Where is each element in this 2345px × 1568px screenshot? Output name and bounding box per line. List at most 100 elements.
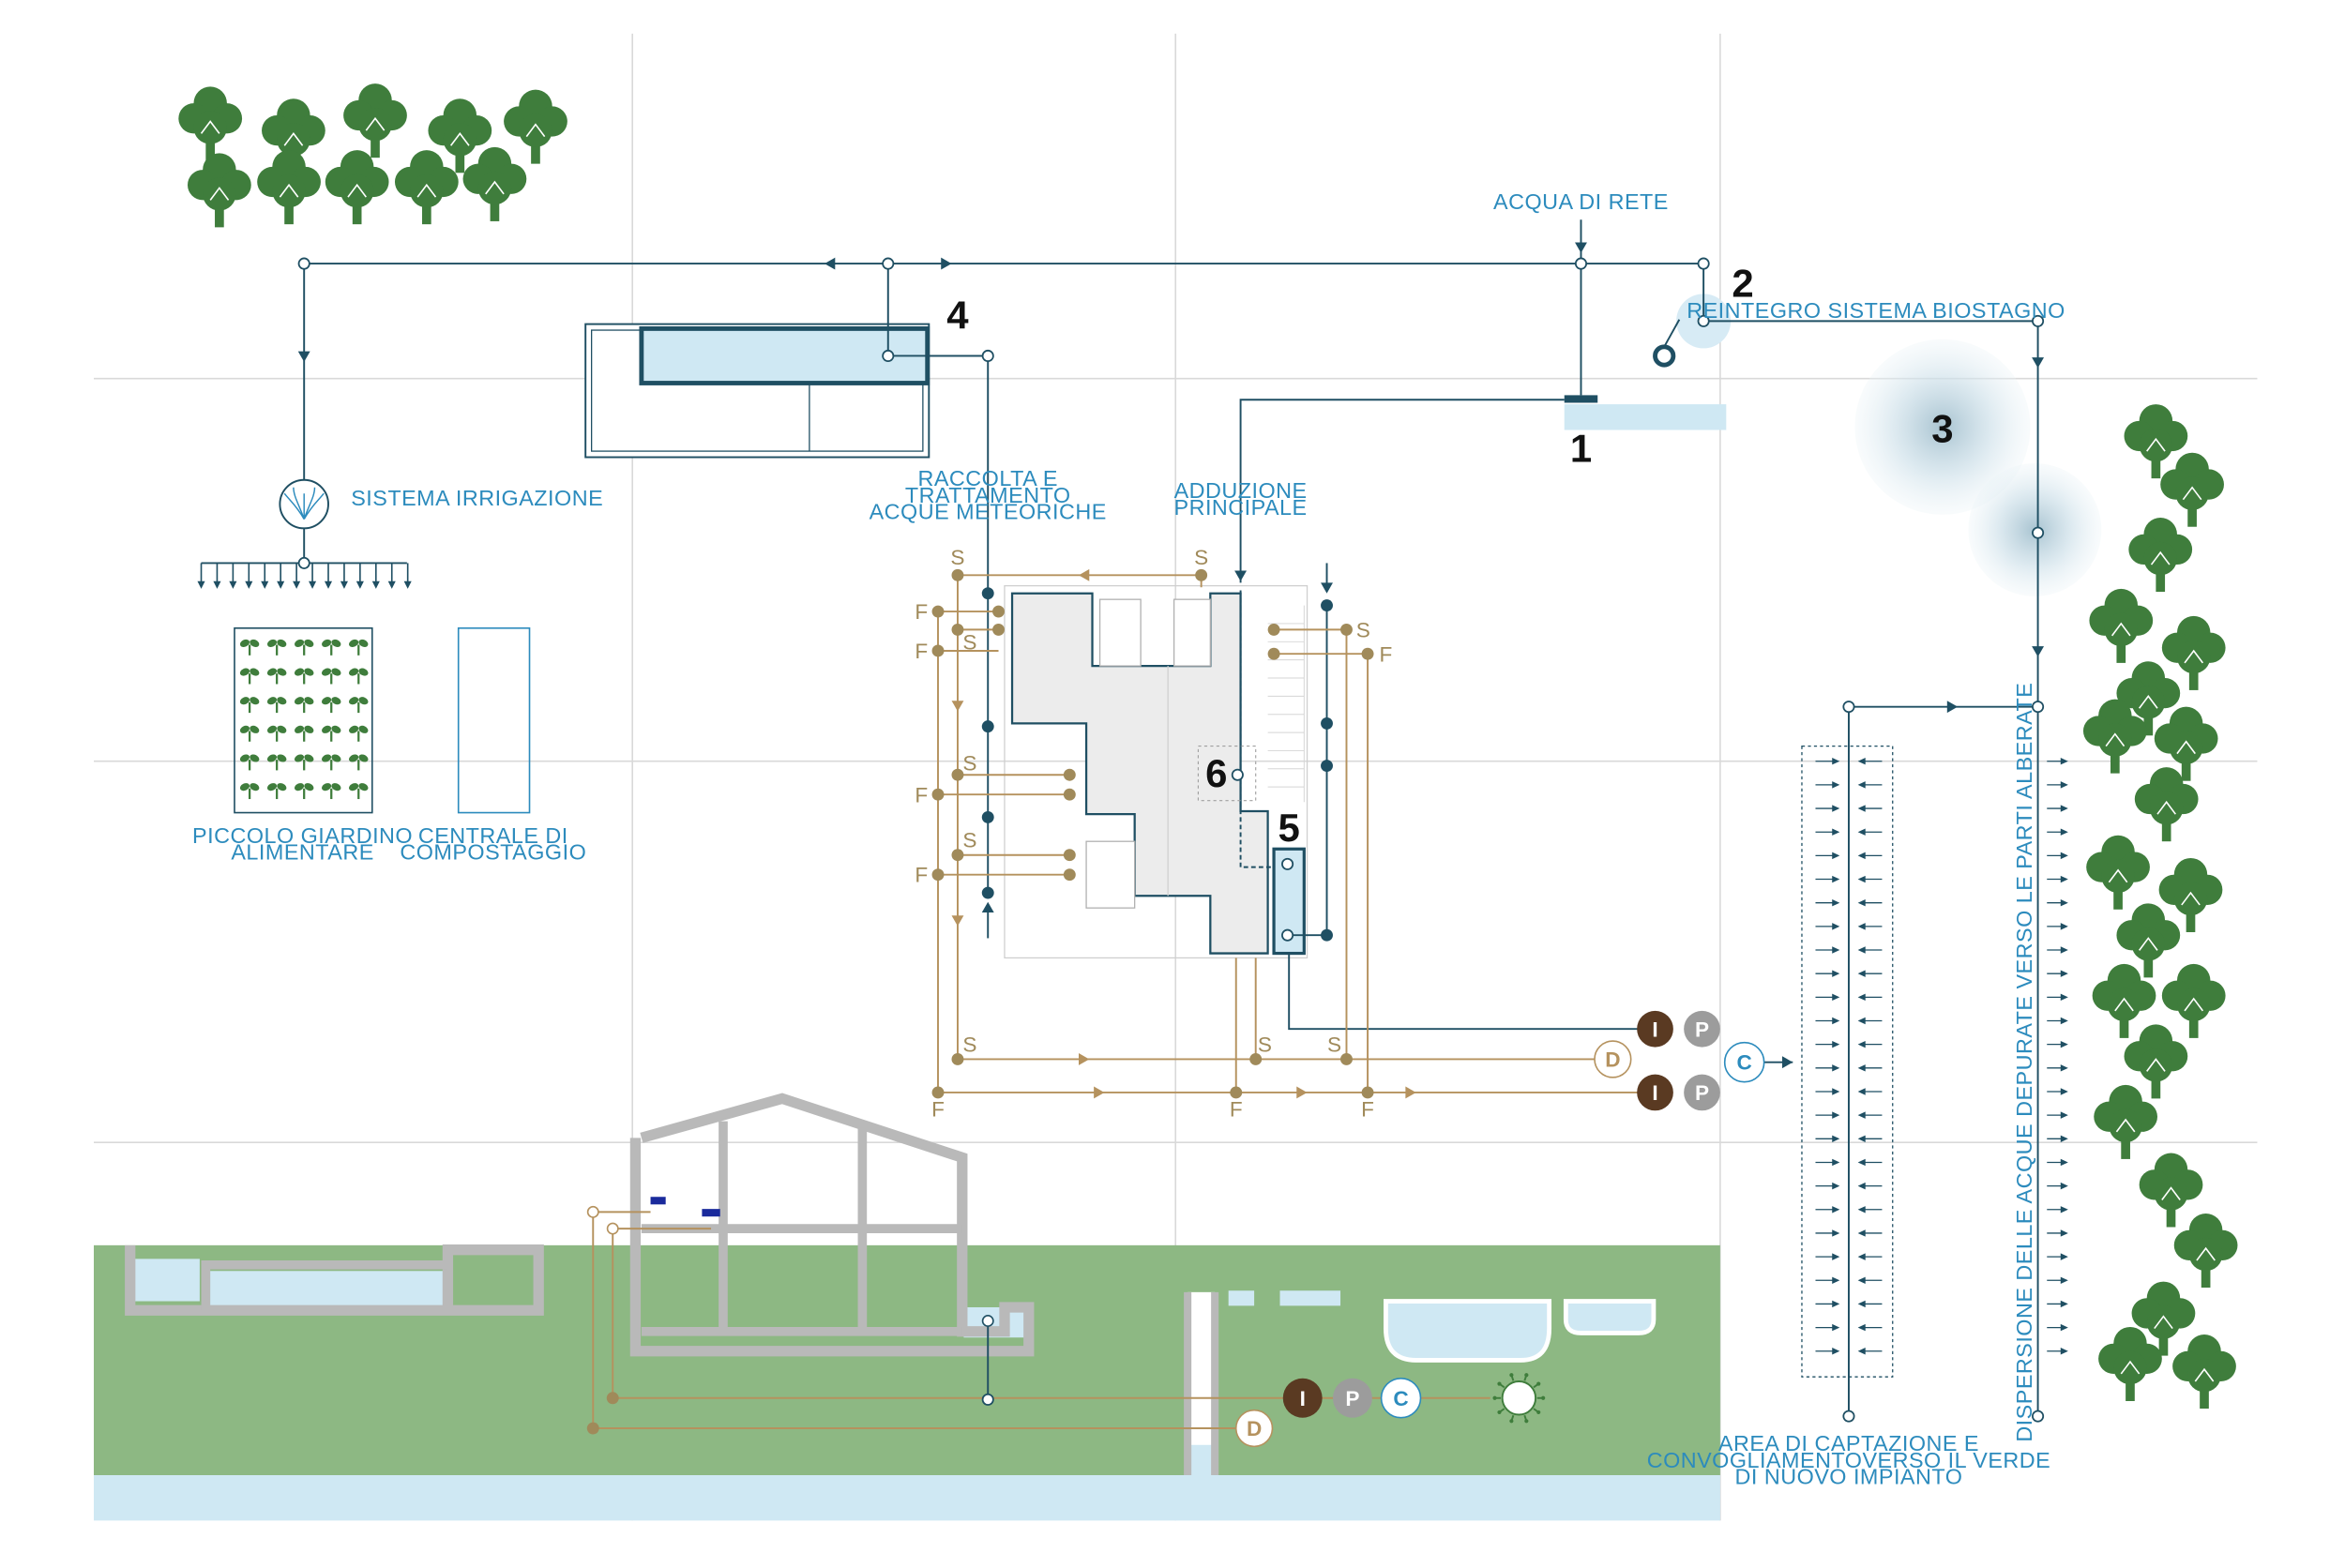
svg-text:I: I	[1300, 1387, 1306, 1410]
badge-p-bottom: P	[1684, 1074, 1720, 1111]
svg-text:P: P	[1695, 1018, 1709, 1041]
collection-arrows	[1815, 758, 1883, 1355]
badge-p-top: P	[1684, 1010, 1720, 1048]
sprout-icon	[293, 695, 315, 714]
sprinkler-icon	[279, 478, 329, 530]
badge-p-section: P	[1332, 1378, 1372, 1418]
number-2: 2	[1732, 262, 1753, 306]
dark-pipes	[201, 219, 2039, 1417]
svg-text:C: C	[1393, 1387, 1408, 1410]
sprout-icon	[293, 752, 315, 771]
sprout-icon	[347, 638, 370, 656]
svg-text:I: I	[1652, 1018, 1657, 1041]
tank-1	[1564, 404, 1727, 430]
number-5: 5	[1278, 806, 1300, 850]
badge-i-section: I	[1282, 1378, 1323, 1418]
irrigation-outlets	[197, 563, 412, 589]
svg-text:D: D	[1605, 1048, 1620, 1072]
label-giardino-2: ALIMENTARE	[231, 840, 373, 865]
sprout-icon	[320, 695, 342, 714]
dark-arrowheads	[297, 242, 2045, 1069]
badge-d-right: D	[1594, 1040, 1632, 1078]
floor-plan	[1004, 584, 1309, 959]
label-compostaggio-2: COMPOSTAGGIO	[400, 840, 586, 865]
badge-c-section: C	[1380, 1377, 1422, 1419]
badge-d-section: D	[1234, 1409, 1274, 1448]
sprout-icon	[293, 638, 315, 656]
svg-text:F: F	[915, 864, 928, 887]
tan-arrowheads	[951, 568, 1416, 1099]
sprout-icon	[265, 724, 288, 742]
compost-center	[457, 626, 531, 814]
number-3: 3	[1931, 406, 1953, 450]
badge-i-top: I	[1637, 1010, 1673, 1048]
sprout-icon	[265, 666, 288, 685]
biostagno-outlet-icon	[1653, 344, 1676, 368]
sprout-icon	[347, 752, 370, 771]
food-garden-plot	[234, 626, 373, 814]
svg-text:S: S	[1356, 618, 1370, 641]
collection-area	[1801, 745, 1894, 1378]
svg-text:S: S	[962, 1033, 976, 1056]
pipe-nodes	[297, 257, 2045, 1435]
badge-i-bottom: I	[1637, 1074, 1673, 1111]
sprout-icon	[238, 724, 261, 742]
number-4: 4	[946, 293, 969, 337]
number-1: 1	[1570, 426, 1592, 470]
sprout-icon	[238, 752, 261, 771]
sprout-icon	[238, 781, 261, 800]
sprout-icon	[320, 781, 342, 800]
svg-text:F: F	[915, 783, 928, 807]
sprout-icon	[347, 666, 370, 685]
label-raccolta-2: TRATTAMENTO	[905, 483, 1071, 507]
svg-text:S: S	[1258, 1033, 1272, 1056]
sprout-icon	[320, 638, 342, 656]
svg-text:F: F	[1361, 1098, 1374, 1122]
sprout-icon	[293, 724, 315, 742]
diagram-labels: ACQUA DI RETE REINTEGRO SISTEMA BIOSTAGN…	[192, 189, 2065, 1489]
sprout-icon	[347, 724, 370, 742]
label-raccolta-3: ACQUE METEORICHE	[870, 500, 1107, 524]
sprout-icon	[320, 752, 342, 771]
sprout-icon	[265, 781, 288, 800]
label-dispersione: DISPERSIONE DELLE ACQUE DEPURATE VERSO L…	[2012, 683, 2036, 1442]
label-sistema-irrigazione: SISTEMA IRRIGAZIONE	[351, 486, 603, 510]
svg-text:S: S	[962, 751, 976, 775]
svg-text:P: P	[1695, 1081, 1709, 1105]
svg-text:S: S	[962, 829, 976, 852]
svg-text:F: F	[915, 600, 928, 624]
label-captazione-2: CONVOGLIAMENTOVERSO IL VERDE	[1647, 1448, 2051, 1472]
label-giardino-1: PICCOLO GIARDINO	[192, 823, 413, 848]
sprout-icon	[293, 781, 315, 800]
label-acqua-di-rete: ACQUA DI RETE	[1493, 189, 1669, 214]
svg-text:D: D	[1247, 1417, 1262, 1440]
biostagno-pond-3a	[1854, 339, 2031, 515]
sprout-icon	[347, 781, 370, 800]
sprout-icon	[347, 695, 370, 714]
garden-sprouts	[238, 638, 370, 800]
sprout-icon	[238, 666, 261, 685]
label-reintegro: REINTEGRO SISTEMA BIOSTAGNO	[1687, 298, 2065, 323]
sprout-icon	[265, 752, 288, 771]
sprout-icon	[320, 666, 342, 685]
svg-text:S: S	[962, 630, 976, 654]
svg-text:S: S	[1194, 546, 1208, 569]
svg-text:S: S	[1327, 1033, 1341, 1056]
svg-text:I: I	[1652, 1081, 1657, 1105]
label-compostaggio-1: CENTRALE DI	[418, 823, 568, 848]
sprout-icon	[265, 695, 288, 714]
trees-top-left	[177, 83, 568, 229]
ground-section	[94, 1244, 1720, 1521]
dispersion-arrows	[2047, 758, 2068, 1355]
svg-text:F: F	[1230, 1098, 1243, 1122]
label-captazione-1: AREA DI CAPTAZIONE E	[1718, 1431, 1979, 1455]
label-adduzione-2: PRINCIPALE	[1174, 495, 1308, 520]
svg-text:S: S	[950, 546, 964, 569]
label-raccolta-1: RACCOLTA E	[917, 466, 1057, 490]
sprout-icon	[320, 724, 342, 742]
svg-text:F: F	[1380, 642, 1393, 666]
svg-text:P: P	[1345, 1387, 1359, 1410]
pipe-letters: S S F F S S F S F S F S S S F F F	[915, 546, 1392, 1122]
